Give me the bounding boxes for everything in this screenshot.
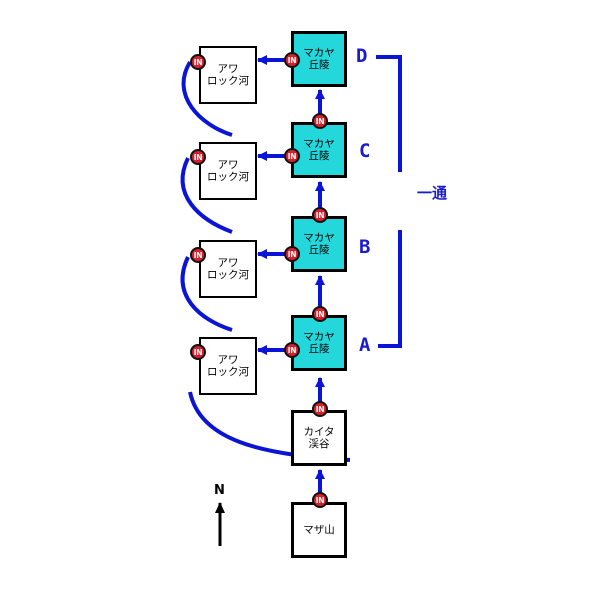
in-badge-icon: IN [284,148,300,164]
node-label-line1: マカヤ [303,138,335,150]
node-label-line1: アワ [217,159,239,171]
node-label-line2: 渓谷 [308,438,330,450]
in-badge-icon: IN [312,492,328,508]
node-awarock-river-1[interactable]: アワ ロック河 [199,337,257,395]
curve-awarock-4-to-awarock-3 [181,60,233,137]
in-badge-icon: IN [190,54,206,70]
node-makaya-hills-c[interactable]: マカヤ 丘陵 [291,122,347,178]
node-kaita-valley[interactable]: カイタ 渓谷 [291,410,347,466]
node-label-line2: ロック河 [207,366,249,378]
bracket-c-d [376,55,402,172]
in-badge-icon: IN [284,246,300,262]
node-label-line2: 丘陵 [308,150,330,162]
in-badge-icon: IN [190,247,206,263]
north-label: N [214,483,225,498]
section-label-a: A [359,334,371,356]
node-label-line1: カイタ [303,426,335,438]
node-label-line1: マザ山 [303,524,335,536]
in-badge-icon: IN [190,149,206,165]
oneway-label: 一通 [417,184,448,202]
node-label-line1: マカヤ [303,47,335,59]
node-maza-mountain[interactable]: マザ山 [291,502,347,558]
in-badge-icon: IN [312,207,328,223]
in-badge-icon: IN [284,52,300,68]
node-label-line2: ロック河 [207,171,249,183]
node-label-line1: アワ [217,257,239,269]
bracket-a-b [378,230,402,348]
node-label-line1: マカヤ [303,232,335,244]
node-label-line1: アワ [217,354,239,366]
in-badge-icon: IN [190,344,206,360]
node-label-line2: ロック河 [207,75,249,87]
node-label-line1: アワ [217,63,239,75]
section-label-d: D [356,45,368,67]
curve-awarock-2-to-awarock-1 [180,256,233,332]
node-label-line2: ロック河 [207,269,249,281]
in-badge-icon: IN [312,306,328,322]
node-label-line2: 丘陵 [308,343,330,355]
in-badge-icon: IN [312,113,328,129]
node-label-line2: 丘陵 [308,59,330,71]
section-label-b: B [359,236,371,258]
in-badge-icon: IN [284,342,300,358]
node-makaya-hills-a[interactable]: マカヤ 丘陵 [291,315,347,371]
node-awarock-river-3[interactable]: アワ ロック河 [199,142,257,200]
node-awarock-river-2[interactable]: アワ ロック河 [199,240,257,298]
node-label-line2: 丘陵 [308,244,330,256]
node-label-line1: マカヤ [303,331,335,343]
in-badge-icon: IN [312,401,328,417]
node-makaya-hills-b[interactable]: マカヤ 丘陵 [291,216,347,272]
node-awarock-river-4[interactable]: アワ ロック河 [199,46,257,104]
curve-awarock-3-to-awarock-2 [180,157,233,234]
section-label-c: C [359,140,371,162]
